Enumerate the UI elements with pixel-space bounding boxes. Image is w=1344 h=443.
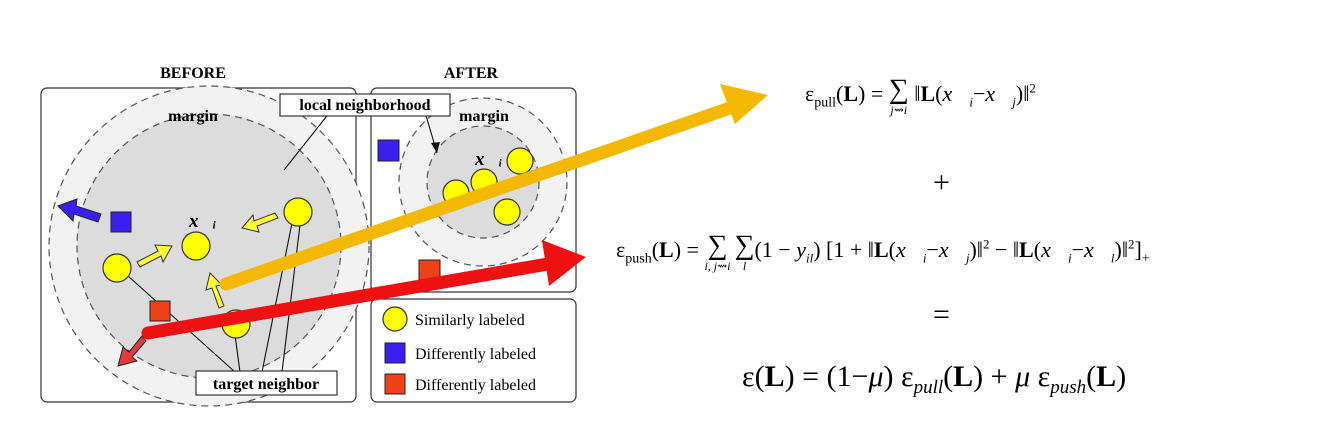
pull-loss-equation: εpull(L) = ∑j⇝i ‖L(x⃗i−x⃗j)‖2 — [805, 74, 1036, 117]
legend-similar-label: Similarly labeled — [415, 312, 525, 329]
push-arrow — [141, 240, 586, 340]
pull-small-arrow — [136, 244, 173, 268]
similar-point — [283, 197, 313, 227]
similar-point — [493, 198, 521, 226]
legend-red-label: Differently labeled — [415, 377, 536, 394]
plus-sign: + — [933, 166, 950, 199]
similar-point — [506, 147, 534, 175]
legend-red-swatch — [384, 373, 406, 395]
margin-label-after: margin — [459, 108, 509, 125]
legend: Similarly labeled Differently labeled Di… — [370, 298, 577, 403]
similar-point — [181, 231, 211, 261]
xi-label-after: x⃗ᵢ — [474, 149, 503, 170]
before-title: BEFORE — [160, 65, 226, 82]
after-title: AFTER — [444, 65, 499, 82]
equals-sign: = — [933, 298, 950, 331]
target-neighbor-box — [195, 370, 338, 396]
legend-blue-label: Differently labeled — [415, 346, 536, 363]
local-neighborhood-label: local neighborhood — [299, 97, 430, 114]
legend-similar-swatch — [382, 306, 408, 332]
target-neighbor-label: target neighbor — [213, 376, 319, 393]
pull-arrow — [219, 84, 768, 291]
push-out-arrow-blue — [57, 198, 102, 223]
total-loss-equation: ε(L) = (1−μ) εpull(L) + μ εpush(L) — [742, 360, 1127, 398]
local-neighborhood-callout: local neighborhood — [279, 93, 451, 171]
legend-blue-swatch — [384, 342, 406, 364]
impostor-blue-after — [377, 139, 400, 162]
impostor-blue-before — [110, 211, 132, 233]
push-loss-equation: εpush(L) = ∑i, j⇝i∑l(1 − yil) [1 + ‖L(x⃗… — [616, 230, 1150, 273]
similar-point — [102, 253, 132, 283]
push-out-arrow-red — [117, 335, 147, 367]
xi-label-before: x⃗ᵢ — [188, 211, 217, 232]
margin-label-before: margin — [168, 108, 218, 125]
pull-small-arrow — [241, 212, 279, 233]
pull-small-arrow — [205, 272, 225, 309]
impostor-red-before — [149, 300, 171, 322]
